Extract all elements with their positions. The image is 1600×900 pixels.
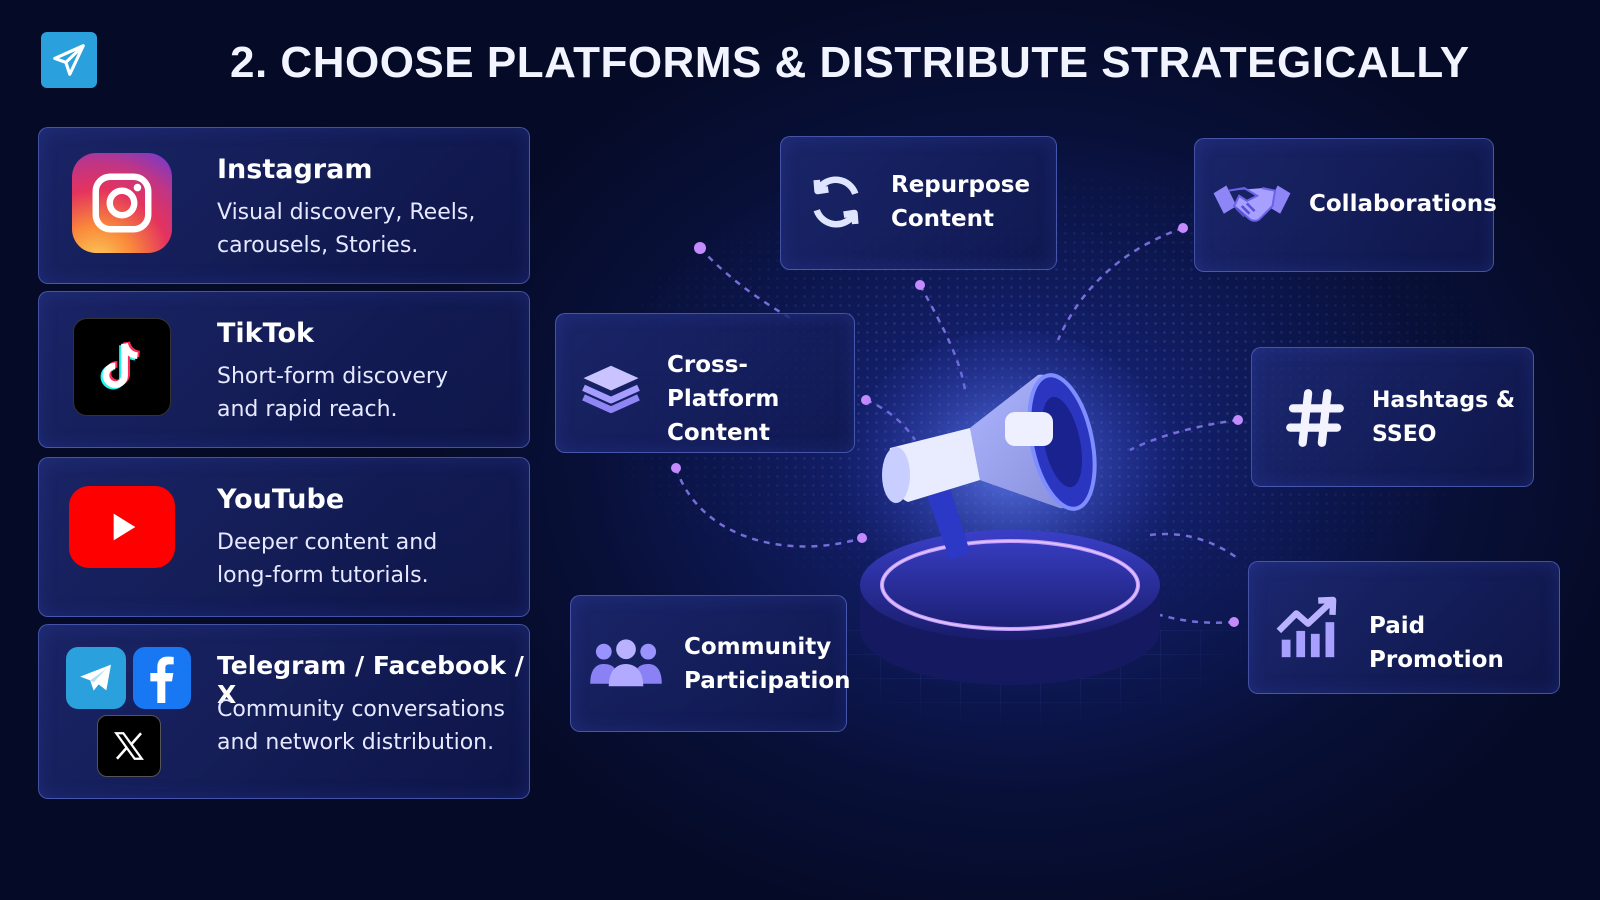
description-line: and network distribution. <box>217 730 495 755</box>
platform-card-telegram-facebook-x: Telegram / Facebook / X Community conver… <box>38 624 530 799</box>
label-line: Repurpose <box>891 172 1031 198</box>
tactic-label: Community Participation <box>684 630 851 698</box>
platform-description: Deeper content and long-form tutorials. <box>217 526 507 592</box>
logo-badge <box>41 32 97 88</box>
connector-dot <box>915 280 925 290</box>
layers-icon <box>582 365 640 414</box>
connector-top-left <box>699 247 791 320</box>
tactic-label: Collaborations <box>1309 191 1497 217</box>
platform-description: Visual discovery, Reels, carousels, Stor… <box>217 196 507 262</box>
connector-dot <box>1233 415 1243 425</box>
bar-chart-growth-icon <box>1276 596 1337 658</box>
tiktok-icon <box>73 318 171 416</box>
facebook-icon <box>133 647 191 709</box>
platform-name: TikTok <box>217 318 314 349</box>
youtube-icon <box>69 486 175 568</box>
label-line: Hashtags & <box>1372 388 1516 413</box>
connector-dot <box>1229 617 1239 627</box>
connector-collaborations <box>1056 226 1184 341</box>
connector-community <box>674 467 863 548</box>
description-line: Deeper content and <box>217 530 438 555</box>
handshake-icon <box>1213 185 1291 222</box>
platform-description: Short-form discovery and rapid reach. <box>217 360 507 426</box>
megaphone-hub <box>840 330 1180 685</box>
tactic-label: Repurpose Content <box>891 168 1030 236</box>
description-line: Visual discovery, Reels, <box>217 200 476 225</box>
x-icon <box>97 715 161 777</box>
tactic-card-cross-platform-content: Cross-Platform Content <box>555 313 855 453</box>
description-line: Short-form discovery <box>217 364 448 389</box>
tactic-card-hashtags-sseo: Hashtags & SSEO <box>1251 347 1534 487</box>
description-line: and rapid reach. <box>217 397 398 422</box>
tactic-card-paid-promotion: Paid Promotion <box>1248 561 1560 694</box>
telegram-icon <box>66 647 126 709</box>
label-line: Cross-Platform <box>667 352 780 412</box>
tactic-card-collaborations: Collaborations <box>1194 138 1497 272</box>
label-line: Content <box>667 420 771 446</box>
page-title: 2. CHOOSE PLATFORMS & DISTRIBUTE STRATEG… <box>230 38 1470 87</box>
connector-dot <box>1178 223 1188 233</box>
connector-right-bottom <box>1149 532 1241 562</box>
people-group-icon <box>590 639 662 687</box>
refresh-arrows-icon <box>813 176 859 228</box>
instagram-icon <box>72 153 172 253</box>
connector-dot <box>671 463 681 473</box>
platform-name: Instagram <box>217 154 373 185</box>
description-line: long-form tutorials. <box>217 563 429 588</box>
platform-card-tiktok: TikTok Short-form discovery and rapid re… <box>38 291 530 448</box>
tactic-card-repurpose-content: Repurpose Content <box>780 136 1057 270</box>
description-line: Community conversations <box>217 697 505 722</box>
label-line: Participation <box>684 668 851 694</box>
platform-name: YouTube <box>217 484 345 515</box>
description-line: carousels, Stories. <box>217 233 419 258</box>
connector-paid <box>1159 613 1235 624</box>
label-line: Content <box>891 206 995 232</box>
tactic-label: Hashtags & SSEO <box>1372 384 1515 452</box>
platform-name: Telegram / Facebook / X <box>217 651 524 709</box>
platform-card-instagram: Instagram Visual discovery, Reels, carou… <box>38 127 530 284</box>
tactic-card-community-participation: Community Participation <box>570 595 851 732</box>
label-line: Community <box>684 634 832 660</box>
connector-dot <box>694 242 706 254</box>
hashtag-icon <box>1286 389 1344 447</box>
tactic-label: Paid Promotion <box>1369 613 1504 673</box>
tactic-label: Cross-Platform Content <box>667 348 854 450</box>
platform-description: Community conversations and network dist… <box>217 693 517 759</box>
paper-plane-icon <box>53 44 85 76</box>
label-line: SSEO <box>1372 422 1437 447</box>
platform-card-youtube: YouTube Deeper content and long-form tut… <box>38 457 530 617</box>
